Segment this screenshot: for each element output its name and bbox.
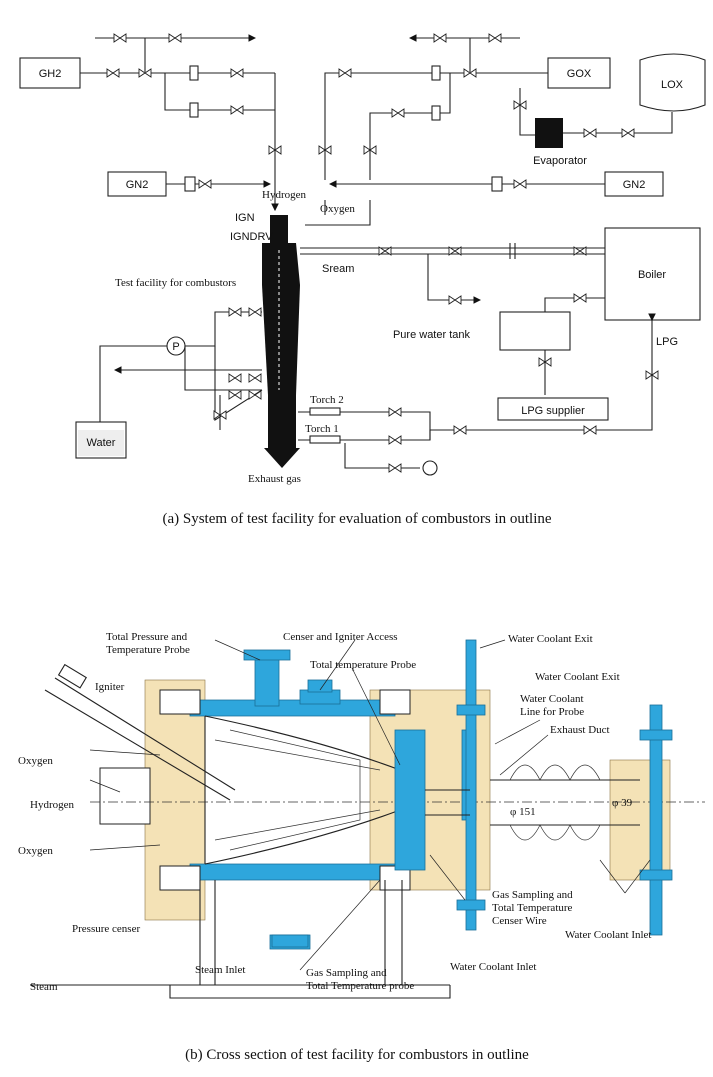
torch2-label: Torch 2 xyxy=(310,394,344,406)
total-pressure-probe-label: Total Pressure and Temperature Probe xyxy=(106,631,190,656)
gn2-right-label: GN2 xyxy=(623,179,646,191)
lpg-supplier-label: LPG supplier xyxy=(521,405,585,417)
boiler-box xyxy=(604,227,701,321)
water-coolant-line-2: Line for Probe xyxy=(520,706,584,718)
lpg-supplier-box xyxy=(497,397,609,421)
gox-box xyxy=(547,57,611,89)
gn2-left-label: GN2 xyxy=(126,179,149,191)
water-coolant-exit-1-label: Water Coolant Exit xyxy=(508,633,593,645)
water-coolant-exit-2-label: Water Coolant Exit xyxy=(535,671,620,683)
gn2-right-box xyxy=(604,171,664,197)
oxygen-label: Oxygen xyxy=(320,203,355,215)
evaporator-block xyxy=(535,118,563,148)
steam-inlet-label: Steam Inlet xyxy=(195,964,245,976)
diagram-a: GH2 GOX LOX Evaporator GN2 Hydrogen xyxy=(19,33,706,527)
boiler-label: Boiler xyxy=(638,269,666,281)
exhaust-gas-label: Exhaust gas xyxy=(248,473,301,485)
gas-sampling-probe-1: Gas Sampling and xyxy=(306,967,387,979)
gas-sampling-wire-2: Total Temperature xyxy=(492,902,573,914)
torch1-label: Torch 1 xyxy=(305,423,339,435)
censer-igniter-label: Censer and Igniter Access xyxy=(283,631,398,643)
caption-a: (a) System of test facility for evaluati… xyxy=(162,511,551,527)
gh2-label: GH2 xyxy=(39,68,62,80)
lox-label: LOX xyxy=(661,79,684,91)
oxygen-1-label: Oxygen xyxy=(18,755,53,767)
ign-label: IGN xyxy=(235,212,255,224)
igniter-label: Igniter xyxy=(95,681,125,693)
diagram-b: Total Pressure and Temperature Probe Cen… xyxy=(18,631,705,1063)
water-coolant-inlet-mid-label: Water Coolant Inlet xyxy=(450,961,536,973)
mid-coolant-ring xyxy=(394,729,426,871)
coolant-jacket-top xyxy=(189,699,396,717)
hydrogen-b-label: Hydrogen xyxy=(30,799,74,811)
lpg-label: LPG xyxy=(656,336,678,348)
total-pressure-probe-line2: Temperature Probe xyxy=(106,644,190,656)
pure-water-tank xyxy=(499,311,571,351)
pressure-censer-label: Pressure censer xyxy=(72,923,140,935)
lox-tank xyxy=(639,53,706,112)
igndrv-label: IGNDRV xyxy=(230,231,273,243)
gh2-box xyxy=(19,57,81,89)
gas-sampling-wire-1: Gas Sampling and xyxy=(492,889,573,901)
oxygen-2-label: Oxygen xyxy=(18,845,53,857)
gas-sampling-wire-label: Gas Sampling and Total Temperature Cense… xyxy=(492,889,575,927)
steam-b-label: Steam xyxy=(30,981,58,993)
gas-sampling-wire-3: Censer Wire xyxy=(492,915,547,927)
total-temp-probe-label: Total temperature Probe xyxy=(310,659,416,671)
coolant-jacket-bottom xyxy=(189,863,396,881)
test-facility-label: Test facility for combustors xyxy=(115,277,236,289)
gn2-left-box xyxy=(107,171,167,197)
gox-label: GOX xyxy=(567,68,592,80)
phi39-label: φ 39 xyxy=(612,797,633,809)
gas-sampling-probe-label: Gas Sampling and Total Temperature probe xyxy=(306,967,414,992)
water-label: Water xyxy=(87,437,116,449)
water-coolant-exit-pipe xyxy=(465,639,477,931)
exhaust-duct-label: Exhaust Duct xyxy=(550,724,610,736)
evaporator-label: Evaporator xyxy=(533,155,587,167)
gas-sampling-probe-2: Total Temperature probe xyxy=(306,980,414,992)
probe-port xyxy=(254,657,280,707)
pure-water-tank-label: Pure water tank xyxy=(393,329,471,341)
hydrogen-label: Hydrogen xyxy=(262,189,306,201)
steam-label: Sream xyxy=(322,263,354,275)
water-coolant-line-1: Water Coolant xyxy=(520,693,584,705)
combustor-body xyxy=(262,243,300,395)
water-coolant-inlet-right-label: Water Coolant Inlet xyxy=(565,929,651,941)
pump-label: P xyxy=(172,341,179,353)
phi51-label: φ 151 xyxy=(510,806,536,818)
water-coolant-line-label: Water Coolant Line for Probe xyxy=(520,693,586,718)
total-pressure-probe-line1: Total Pressure and xyxy=(106,631,188,643)
caption-b: (b) Cross section of test facility for c… xyxy=(185,1047,529,1063)
